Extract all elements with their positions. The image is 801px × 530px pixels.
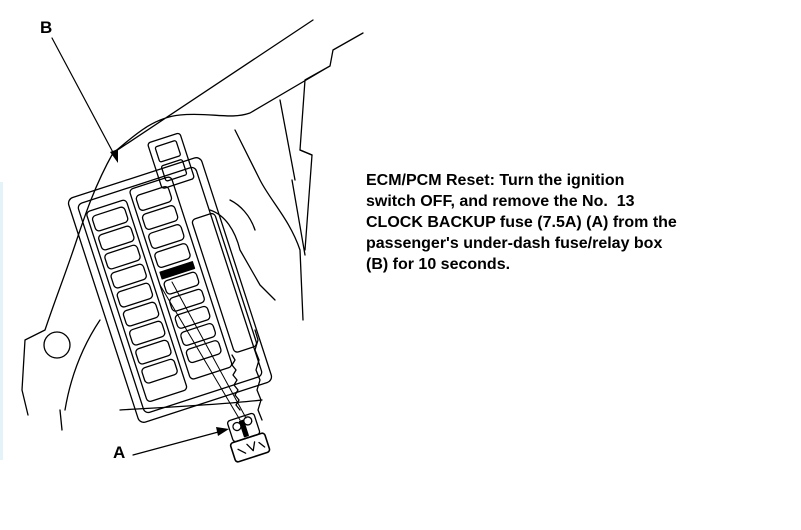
fuse-leader-line xyxy=(159,284,241,421)
instruction-line: CLOCK BACKUP fuse (7.5A) (A) from the xyxy=(366,214,677,231)
instruction-line: ECM/PCM Reset: Turn the ignition xyxy=(366,172,625,189)
instruction-line: (B) for 10 seconds. xyxy=(366,256,511,273)
fuse-box xyxy=(67,157,273,423)
jagged-edge xyxy=(231,329,263,421)
hand-shape xyxy=(209,199,276,301)
reset-instructions: ECM/PCM Reset: Turn the ignition switch … xyxy=(366,170,677,275)
callout-b-line xyxy=(51,37,117,159)
panel-left-outline xyxy=(21,152,114,431)
panel-right-outline xyxy=(234,99,313,321)
callout-a-arrowhead xyxy=(216,427,229,436)
fuse-a xyxy=(227,412,271,463)
relay-slots xyxy=(147,132,195,189)
left-edge-strip xyxy=(0,182,3,460)
relay-block xyxy=(191,212,258,353)
callout-a-line xyxy=(132,430,223,456)
instruction-line: switch OFF, and remove the No. 13 xyxy=(366,193,635,210)
callout-label-a: A xyxy=(113,443,126,462)
callout-b-arrowhead xyxy=(110,149,118,163)
fuse-column-left xyxy=(86,199,188,403)
callout-label-b: B xyxy=(40,18,53,37)
box-base-line xyxy=(119,399,263,411)
instruction-line: passenger's under-dash fuse/relay box xyxy=(366,235,663,252)
mount-hole xyxy=(43,331,71,359)
